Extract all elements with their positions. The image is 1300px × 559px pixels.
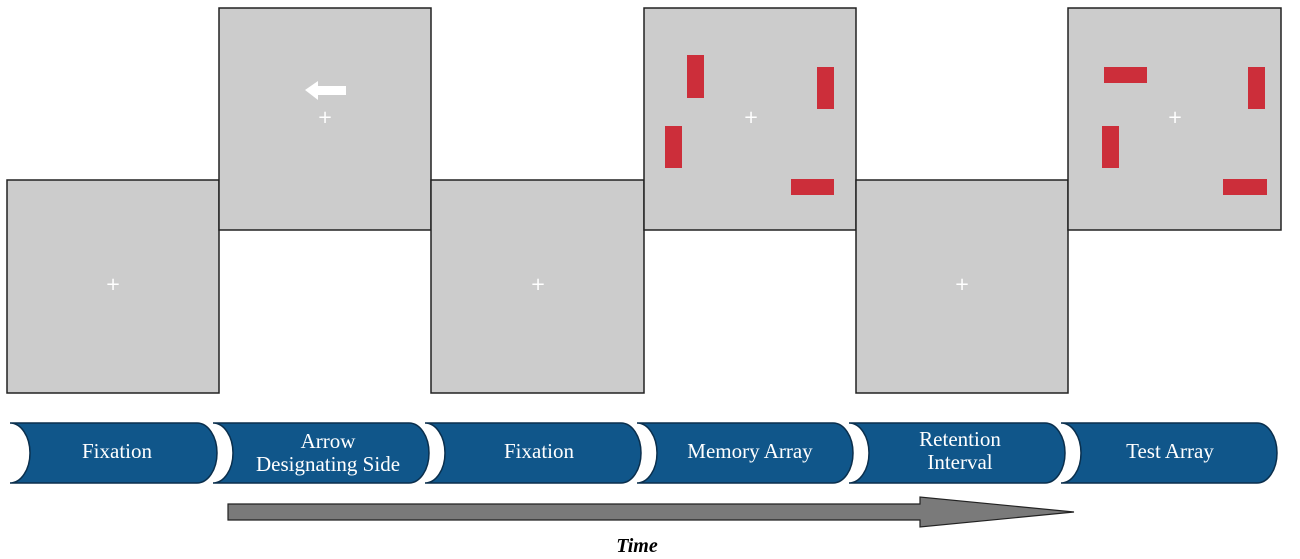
fixation-cross: + bbox=[105, 274, 120, 295]
phase-label-retention-line-2: Interval bbox=[927, 450, 992, 474]
test-bar-horizontal bbox=[1223, 179, 1267, 195]
phase-banner-arrow bbox=[212, 422, 430, 484]
screen-fixation-2: + bbox=[430, 179, 645, 394]
screen-frame bbox=[855, 179, 1069, 394]
screen-fixation-1: + bbox=[6, 179, 220, 394]
phase-label-memory-array: Memory Array bbox=[687, 439, 813, 463]
phase-banners bbox=[9, 422, 1278, 484]
phase-label-fixation-2: Fixation bbox=[504, 439, 575, 463]
phase-labels: Fixation Arrow Designating Side Fixation… bbox=[82, 427, 1214, 476]
time-arrow-icon bbox=[227, 496, 1075, 528]
screen-frame bbox=[6, 179, 220, 394]
fixation-cross: + bbox=[317, 107, 332, 128]
memory-bar-vertical bbox=[687, 55, 704, 98]
fixation-cross: + bbox=[954, 274, 969, 295]
time-axis-label: Time bbox=[616, 535, 658, 557]
phase-label-test-array: Test Array bbox=[1126, 439, 1214, 463]
phase-label-arrow-line-1: Arrow bbox=[301, 429, 357, 453]
test-bar-horizontal bbox=[1104, 67, 1147, 83]
phase-banner-test-array bbox=[1060, 422, 1278, 484]
test-bar-vertical bbox=[1102, 126, 1119, 168]
screen-test-array: + bbox=[1067, 7, 1282, 231]
phase-banner-memory-array bbox=[636, 422, 854, 484]
phase-label-retention-line-1: Retention bbox=[919, 427, 1001, 451]
fixation-cross: + bbox=[1167, 107, 1182, 128]
memory-bar-vertical bbox=[665, 126, 682, 168]
fixation-cross: + bbox=[743, 107, 758, 128]
phase-banner-fixation-2 bbox=[424, 422, 642, 484]
screen-arrow-cue: + bbox=[218, 7, 432, 231]
fixation-cross: + bbox=[530, 274, 545, 295]
memory-bar-vertical bbox=[817, 67, 834, 109]
phase-label-arrow-line-2: Designating Side bbox=[256, 452, 400, 476]
test-bar-vertical bbox=[1248, 67, 1265, 109]
memory-bar-horizontal bbox=[791, 179, 834, 195]
left-arrow-icon bbox=[305, 81, 346, 100]
screen-retention: + bbox=[855, 179, 1069, 394]
screen-frame bbox=[430, 179, 645, 394]
phase-banner-retention bbox=[848, 422, 1066, 484]
phase-label-fixation-1: Fixation bbox=[82, 439, 153, 463]
screen-memory-array: + bbox=[643, 7, 857, 231]
phase-banner-fixation-1 bbox=[9, 422, 218, 484]
screen-frame bbox=[218, 7, 432, 231]
